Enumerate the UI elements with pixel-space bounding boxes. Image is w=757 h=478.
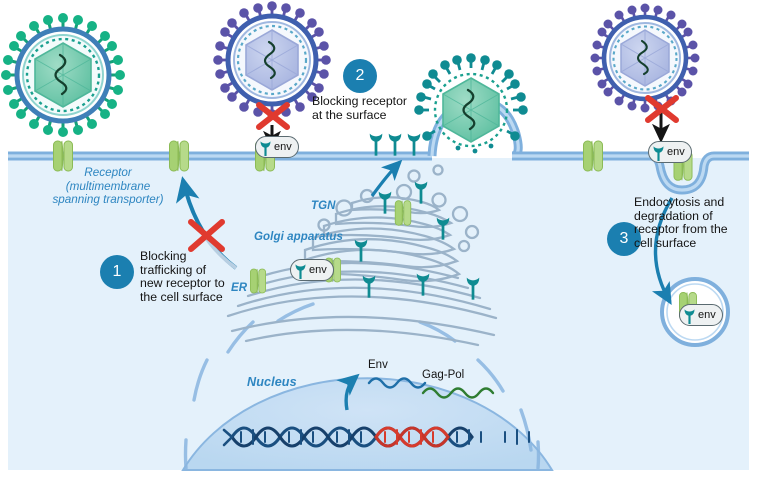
step-1-badge: 1 <box>100 255 134 289</box>
golgi-apparatus <box>297 216 462 283</box>
endoplasmic-reticulum <box>226 261 498 347</box>
nucleus-label: Nucleus <box>247 375 297 389</box>
red-x-trafficking <box>188 219 225 252</box>
surface-env-spikes <box>369 133 421 156</box>
red-x-entry-right <box>645 95 679 143</box>
env-transcript-label: Env <box>368 359 388 371</box>
golgi-label: Golgi apparatus <box>254 231 344 243</box>
env-badge-vesicle: env <box>679 304 723 326</box>
env-badge-surface: env <box>255 136 299 158</box>
step-1-text: Blocking trafficking of new receptor to … <box>140 249 225 304</box>
env-badge-golgi: env <box>290 259 334 281</box>
gagpol-rna-squiggle <box>421 387 495 399</box>
env-badge-label: env <box>274 141 292 153</box>
env-badge-label: env <box>667 146 685 158</box>
transcription-arrow <box>336 373 360 411</box>
env-rna-squiggle <box>367 377 427 389</box>
receptor-label: Receptor (multimembrane spanning transpo… <box>52 166 164 207</box>
env-badge-endocytosis: env <box>648 141 692 163</box>
env-spike-icon <box>295 263 306 279</box>
virion-budding <box>414 53 528 154</box>
gag-pol-transcript-label: Gag-Pol <box>422 369 465 381</box>
trans-golgi-network <box>317 183 480 253</box>
virion-blocked-right <box>590 3 700 113</box>
env-badge-label: env <box>309 264 327 276</box>
virion-left <box>1 13 125 137</box>
step-3-text: Endocytosis and degradation of receptor … <box>634 195 728 250</box>
env-spike-icon <box>260 140 271 156</box>
env-spike-icon <box>684 308 695 324</box>
nucleus <box>181 302 554 471</box>
step-3-badge: 3 <box>607 222 641 256</box>
env-spike-icon <box>653 145 664 161</box>
endocytosis-arrow <box>651 197 674 305</box>
step-2-text: Blocking receptor at the surface <box>312 94 408 122</box>
er-label: ER <box>231 282 248 294</box>
tgn-to-surface-arrow <box>370 159 403 197</box>
step-2-badge: 2 <box>343 59 377 93</box>
endomembrane-system <box>226 164 498 347</box>
dna-helix <box>222 426 530 448</box>
env-badge-label: env <box>698 309 716 321</box>
tgn-label: TGN <box>311 200 336 212</box>
virion-blocked-left <box>213 1 331 119</box>
